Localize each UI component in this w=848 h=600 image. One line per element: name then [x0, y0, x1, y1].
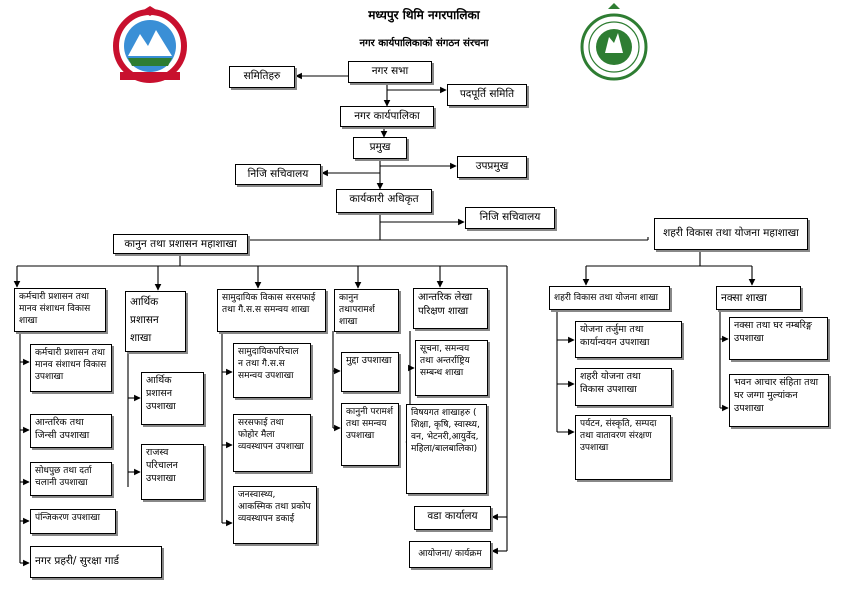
nepal-emblem-icon: [113, 6, 187, 83]
naksa-ghar-numbering-upashakha-box: नक्सा तथा घर नम्बरिङ्ग उपशाखा: [729, 317, 828, 360]
panjikaran-upashakha-box: पंन्जिकरण उपशाखा: [30, 509, 116, 534]
suchana-samanvaya-shakha-box: सूचना, समन्वय तथा अन्तर्राष्ट्रिय सम्बन्…: [415, 340, 488, 396]
nagar-sabha-box: नगर सभा: [348, 61, 432, 83]
paryatan-sanskriti-upashakha-box: पर्यटन, संस्कृति, सम्पदा तथा वातावरण संर…: [575, 415, 671, 480]
samudayik-parichalan-upashakha-box: सामुदायिकपरिचाल न तथा गै.स.स समन्वय उपशा…: [233, 343, 311, 398]
sodhpuchh-darta-upashakha-box: सोधपुछ तथा दर्ता चलानी उपशाखा: [30, 462, 112, 496]
rajaswa-parichalan-upashakha-box: राजस्व परिचालन उपशाखा: [141, 444, 204, 500]
naksa-shakha-box: नक्सा शाखा: [716, 286, 801, 310]
antarik-jinsi-upashakha-box: आन्तरिक तथा जिन्सी उपशाखा: [30, 414, 112, 448]
karmachari-upashakha-box: कर्मचारी प्रशासन तथा मानव संशाधन विकास उ…: [30, 344, 112, 392]
karyakari-adhikrit-box: कार्यकारी अधिकृत: [336, 189, 432, 213]
sarsafai-upashakha-box: सरसफाई तथा फोहोर मैला व्यवस्थापन उपशाखा: [233, 414, 311, 472]
shahari-vikas-mahashakha-box: शहरी विकास तथा योजना महाशाखा: [654, 218, 808, 250]
janaswasthya-ikai-box: जनस्वास्थ्य, आकस्मिक तथा प्रकोप व्यवस्था…: [233, 486, 317, 544]
arthik-prashasan-shakha-box: आर्थिक प्रशासन शाखा: [125, 291, 186, 352]
vishayagat-shakhaharu-box: विषयगत शाखाहरु ( शिक्षा, कृषि, स्वास्थ्य…: [406, 404, 487, 494]
niji-sachivalaya-box-1: निजि सचिवालय: [235, 164, 321, 185]
ayojana-karyakram-box: आयोजना/ कार्यक्रम: [409, 541, 491, 568]
niji-sachivalaya-box-2: निजि सचिवालय: [465, 207, 555, 229]
shahari-vikas-yojana-shakha-box: शहरी विकास तथा योजना शाखा: [549, 286, 670, 310]
kanoon-prashasan-mahashakha-box: कानुन तथा प्रशासन महाशाखा: [113, 234, 248, 254]
mudda-upashakha-box: मुद्दा उपशाखा: [341, 352, 399, 392]
bhawan-achar-sanhita-upashakha-box: भवन आचार संहिता तथा घर जग्गा मुल्यांकन उ…: [729, 374, 829, 427]
page-subtitle: नगर कार्यपालिकाको संगठन संरचना: [359, 38, 489, 49]
municipality-seal-icon: [580, 3, 648, 81]
upapramukh-box: उपप्रमुख: [457, 156, 527, 178]
shahari-yojana-upashakha-box: शहरी योजना तथा विकास उपशाखा: [575, 368, 672, 406]
samitiharu-box: समितिहरु: [229, 66, 295, 88]
padpurti-samiti-box: पदपूर्ति समिति: [447, 84, 527, 106]
samudayik-vikas-shakha-box: सामुदायिक विकास सरसफाई तथा गै.स.स समन्वय…: [217, 289, 326, 332]
page-title: मध्यपुर थिमि नगरपालिका: [368, 8, 480, 22]
kanooni-paramarsha-upashakha-box: कानुनी परामर्श तथा समन्वय उपशाखा: [341, 403, 399, 466]
wada-karyalaya-box: वडा कार्यालय: [414, 506, 491, 530]
nagar-prahari-box: नगर प्रहरी/ सुरक्षा गार्ड: [30, 546, 162, 578]
antarik-lekha-parikshan-shakha-box: आन्तरिक लेखा परिक्षण शाखा: [413, 288, 488, 329]
yojana-tarjuma-upashakha-box: योजना तर्जुमा तथा कार्यान्वयन उपशाखा: [575, 321, 682, 358]
pramukh-box: प्रमुख: [353, 137, 407, 159]
karmachari-prashasan-shakha-box: कर्मचारी प्रशासन तथा मानव संशाधन विकास श…: [14, 288, 106, 332]
arthik-prashasan-upashakha-box: आर्थिक प्रशासन उपशाखा: [141, 372, 204, 425]
kanoon-paramarsha-shakha-box: कानुन तथापरामर्श शाखा: [334, 289, 399, 332]
nagar-karyapalika-box: नगर कार्यपालिका: [340, 106, 434, 127]
